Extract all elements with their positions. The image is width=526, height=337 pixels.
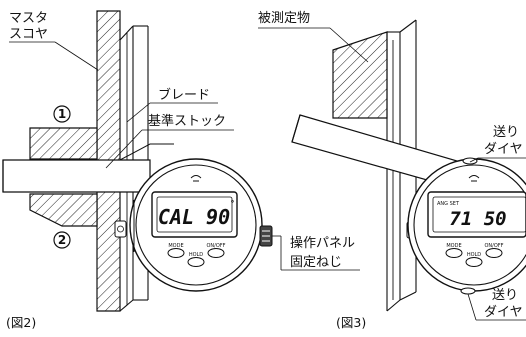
figure-2: CAL 90 ° MODE HOLD ON/OFF マスタ ス — [2, 10, 360, 330]
feed-dial-bottom[interactable] — [460, 287, 476, 295]
lock-screw-icon — [114, 220, 127, 238]
workpiece — [332, 31, 388, 119]
hold-button[interactable]: HOLD — [187, 252, 205, 267]
digital-protractor-gauge-fig3: ANG SET 71 50 MODE HOLD ON/OFF — [407, 157, 526, 295]
marker-1: 1 — [53, 105, 71, 123]
lcd-reading: CAL 90 — [158, 205, 230, 229]
master-square-upper-arm — [29, 127, 98, 160]
caption-figure-3: (図3) — [336, 315, 366, 330]
on-off-button[interactable]: ON/OFF — [206, 243, 226, 258]
svg-text:1: 1 — [58, 107, 66, 121]
panel-fixing-screw-icon — [259, 225, 273, 247]
battery-cap-icon — [190, 175, 202, 182]
lcd-mode-indicator: ANG SET — [437, 201, 460, 207]
lcd-display — [151, 191, 238, 238]
marker-2: 2 — [53, 231, 71, 249]
label-master-square-line1: マスタ — [9, 11, 48, 26]
label-reference-stock: 基準ストック — [148, 113, 226, 129]
label-master-square-line2: スコヤ — [9, 27, 48, 42]
battery-cap-icon — [468, 175, 480, 182]
mode-button[interactable]: MODE — [445, 243, 463, 258]
master-square-lower-arm — [29, 193, 98, 227]
svg-text:MODE: MODE — [446, 243, 461, 249]
caption-figure-2: (図2) — [6, 315, 36, 330]
label-panel-screw-line1: 操作パネル — [290, 235, 355, 251]
lcd-display — [427, 191, 526, 238]
mode-button[interactable]: MODE — [167, 243, 185, 258]
svg-text:2: 2 — [58, 233, 66, 247]
svg-text:MODE: MODE — [168, 243, 183, 249]
digital-protractor-gauge: CAL 90 ° MODE HOLD ON/OFF — [129, 158, 263, 292]
lcd-reading: 71 50 — [449, 208, 506, 230]
on-off-button[interactable]: ON/OFF — [484, 243, 504, 258]
svg-text:ON/OFF: ON/OFF — [484, 243, 503, 249]
label-feed-dial-bottom-line1: 送り — [492, 288, 518, 303]
label-blade: ブレード — [158, 87, 210, 103]
svg-text:HOLD: HOLD — [189, 252, 203, 258]
lcd-degree-unit: ° — [230, 199, 235, 208]
label-panel-screw-line2: 固定ねじ — [290, 255, 342, 270]
label-workpiece: 被測定物 — [258, 11, 310, 26]
svg-text:HOLD: HOLD — [467, 252, 481, 258]
feed-dial-top[interactable] — [462, 157, 478, 165]
label-feed-dial-top-line2: ダイヤ — [484, 142, 523, 157]
figure-3: ANG SET 71 50 MODE HOLD ON/OFF 被測定物 送り ダ… — [258, 11, 526, 330]
label-feed-dial-bottom-line2: ダイヤ — [484, 305, 523, 320]
label-feed-dial-top-line1: 送り — [493, 125, 519, 140]
svg-text:ON/OFF: ON/OFF — [206, 243, 225, 249]
hold-button[interactable]: HOLD — [465, 252, 483, 267]
